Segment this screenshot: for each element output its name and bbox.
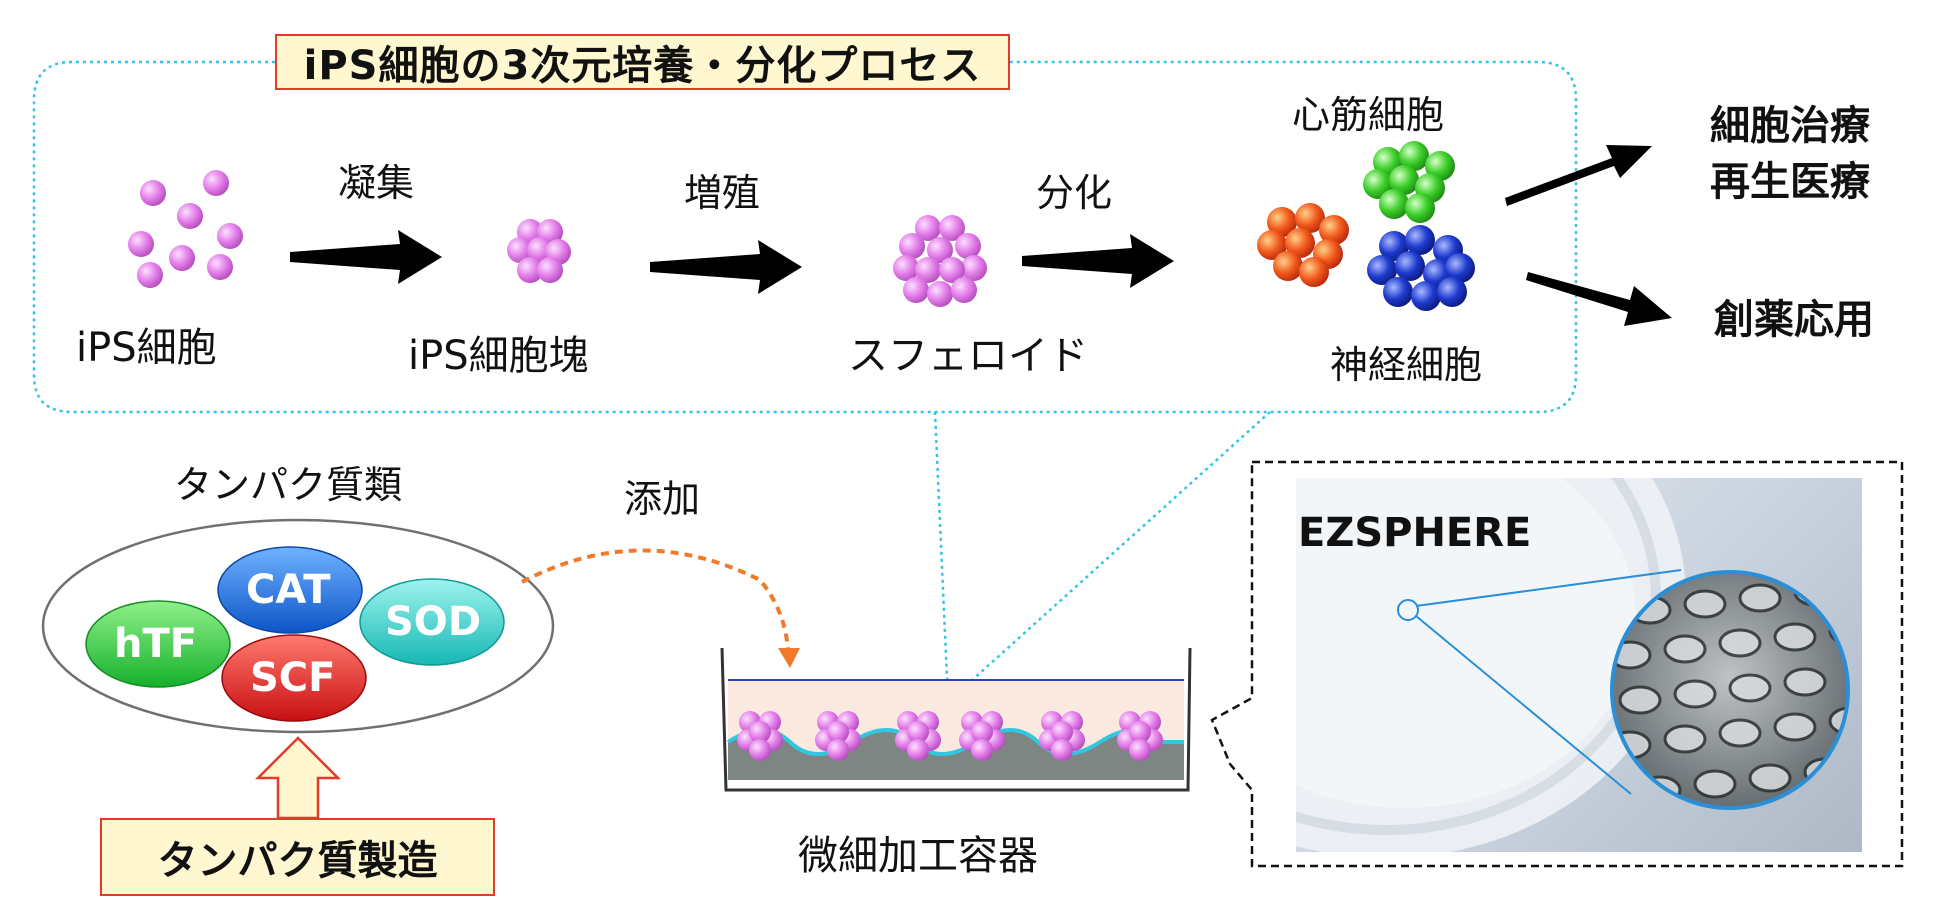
arrow-proliferation	[650, 240, 802, 294]
outcome-therapy-line1: 細胞治療	[1710, 103, 1870, 149]
protein-htf: hTF	[114, 621, 198, 667]
label-aggregation: 凝集	[338, 161, 415, 205]
diagram-title-text: iPS細胞の3次元培養・分化プロセス	[303, 43, 982, 89]
arrow-to-therapy	[1505, 145, 1652, 206]
protein-heading: タンパク質類	[174, 463, 403, 507]
label-neurons: 神経細胞	[1330, 343, 1483, 387]
protein-production-box: タンパク質製造	[100, 818, 495, 896]
protein-production-text: タンパク質製造	[157, 838, 438, 884]
protein-sod: SOD	[385, 599, 482, 645]
spheroid	[893, 215, 987, 307]
label-proliferation: 増殖	[684, 171, 761, 215]
ips-aggregate	[507, 219, 571, 283]
well-spheroids	[737, 711, 1163, 761]
blue-cell-cluster	[1367, 225, 1475, 311]
orange-cell-cluster	[1257, 203, 1349, 287]
arrow-aggregation	[290, 230, 442, 284]
label-ips-aggregate: iPS細胞塊	[408, 333, 589, 379]
label-add: 添加	[624, 477, 701, 521]
label-differentiation: 分化	[1036, 171, 1113, 215]
label-ips-cells: iPS細胞	[76, 325, 217, 371]
add-dashed-arrow	[521, 548, 790, 651]
cat-ellipse	[217, 546, 363, 634]
add-arrowhead	[778, 648, 800, 668]
label-spheroid: スフェロイド	[848, 333, 1088, 379]
photo-callout-frame	[1210, 460, 1904, 868]
htf-ellipse	[85, 600, 231, 688]
ips-cells-scattered	[128, 170, 243, 288]
diagram-title: iPS細胞の3次元培養・分化プロセス	[275, 34, 1010, 90]
outcome-drug-discovery: 創薬応用	[1714, 297, 1874, 343]
protein-cat: CAT	[246, 567, 331, 613]
outcome-therapy-line2: 再生医療	[1710, 159, 1870, 205]
process-frame	[32, 60, 1578, 414]
arrow-to-drug	[1526, 272, 1672, 326]
sod-ellipse	[359, 578, 505, 666]
label-cardiomyocytes: 心筋細胞	[1292, 93, 1445, 137]
frame-connector-right	[949, 411, 1271, 701]
scf-ellipse	[221, 634, 367, 722]
arrow-differentiation	[1022, 234, 1174, 288]
microfab-container	[720, 647, 1192, 792]
microwell-magnified	[1610, 570, 1850, 810]
protein-scf: SCF	[250, 655, 336, 701]
ezsphere-label: EZSPHERE	[1298, 510, 1532, 556]
green-cell-cluster	[1363, 141, 1455, 223]
frame-connector-left	[933, 411, 950, 701]
label-container: 微細加工容器	[798, 833, 1038, 879]
